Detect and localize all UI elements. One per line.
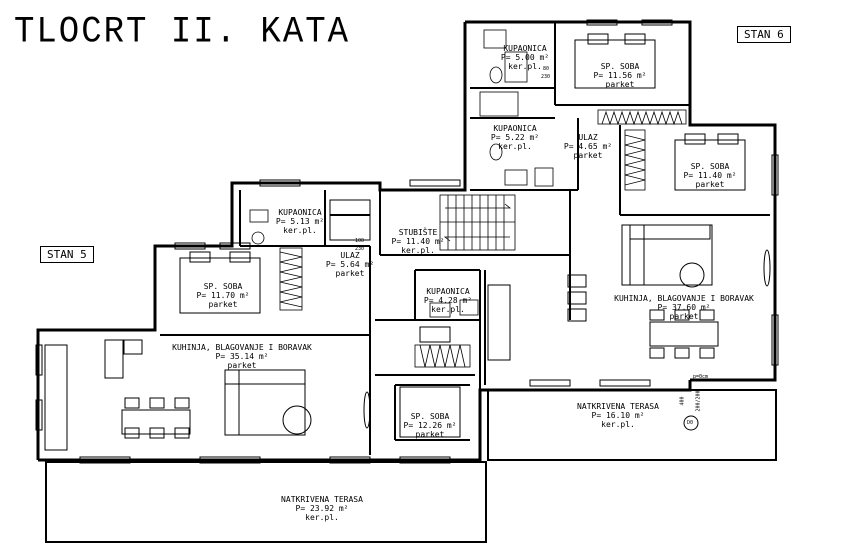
- interior-walls: [160, 22, 770, 455]
- furniture: [44, 199, 771, 451]
- door-marker: D0: [687, 420, 694, 426]
- door-dimension-200: 200/200: [695, 390, 702, 412]
- dimension-230-b: 230: [355, 246, 365, 252]
- unit-label-stan5: STAN 5: [40, 246, 94, 263]
- door-dimension-400: 400: [679, 396, 686, 406]
- plan-title: TLOCRT II. KATA: [14, 12, 351, 54]
- dimension-230: 230: [541, 74, 551, 80]
- dimension-100: 100: [355, 238, 365, 244]
- level-note: p=0cm: [693, 374, 709, 380]
- sanitary-fixtures: [249, 29, 554, 318]
- staircase: [439, 194, 516, 251]
- windows: [35, 19, 779, 464]
- unit-label-stan6: STAN 6: [737, 26, 791, 43]
- terrace-stan6: [487, 389, 777, 461]
- dimension-80: 80: [543, 66, 550, 72]
- terrace-stan5: [45, 461, 487, 543]
- wardrobes: [279, 109, 687, 368]
- beds: [179, 33, 746, 438]
